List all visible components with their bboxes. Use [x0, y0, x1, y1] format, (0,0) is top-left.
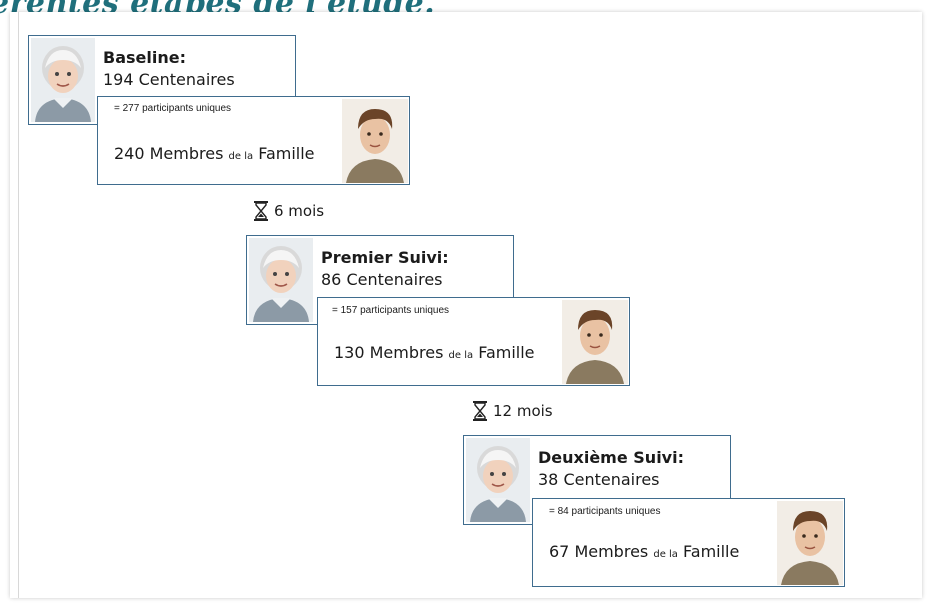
- centenarian-avatar: [466, 438, 530, 522]
- stage-title: Baseline:: [103, 48, 186, 67]
- interval-6-months: 6 mois: [254, 201, 324, 221]
- hourglass-icon: [254, 201, 268, 221]
- unique-participants-label: = 84 participants uniques: [549, 506, 661, 517]
- centenarian-count: 194 Centenaires: [103, 70, 235, 89]
- young-man-icon: [342, 99, 408, 183]
- centenarian-avatar: [249, 238, 313, 322]
- elderly-woman-icon: [466, 438, 530, 522]
- young-man-icon: [562, 300, 628, 384]
- elderly-woman-icon: [249, 238, 313, 322]
- study-flow-diagram: Baseline: 194 Centenaires 240 Membres de…: [10, 12, 922, 598]
- centenarian-count: 86 Centenaires: [321, 270, 443, 289]
- family-count: 67 Membres de la Famille: [549, 542, 740, 561]
- elderly-woman-icon: [31, 38, 95, 122]
- family-avatar: [777, 501, 843, 585]
- centenarian-count: 38 Centenaires: [538, 470, 660, 489]
- centenarian-avatar: [31, 38, 95, 122]
- family-box: 240 Membres de la Famille: [97, 96, 410, 185]
- stage-title: Deuxième Suivi:: [538, 448, 684, 467]
- interval-12-months: 12 mois: [473, 401, 553, 421]
- unique-participants-label: = 157 participants uniques: [332, 305, 450, 316]
- young-man-icon: [777, 501, 843, 585]
- stage-title: Premier Suivi:: [321, 248, 449, 267]
- family-avatar: [342, 99, 408, 183]
- hourglass-icon: [473, 401, 487, 421]
- family-avatar: [562, 300, 628, 384]
- family-count: 240 Membres de la Famille: [114, 144, 315, 163]
- unique-participants-label: = 277 participants uniques: [114, 103, 232, 114]
- family-box: 67 Membres de la Famille: [532, 498, 845, 587]
- family-count: 130 Membres de la Famille: [334, 343, 535, 362]
- family-box: 130 Membres de la Famille: [317, 297, 630, 386]
